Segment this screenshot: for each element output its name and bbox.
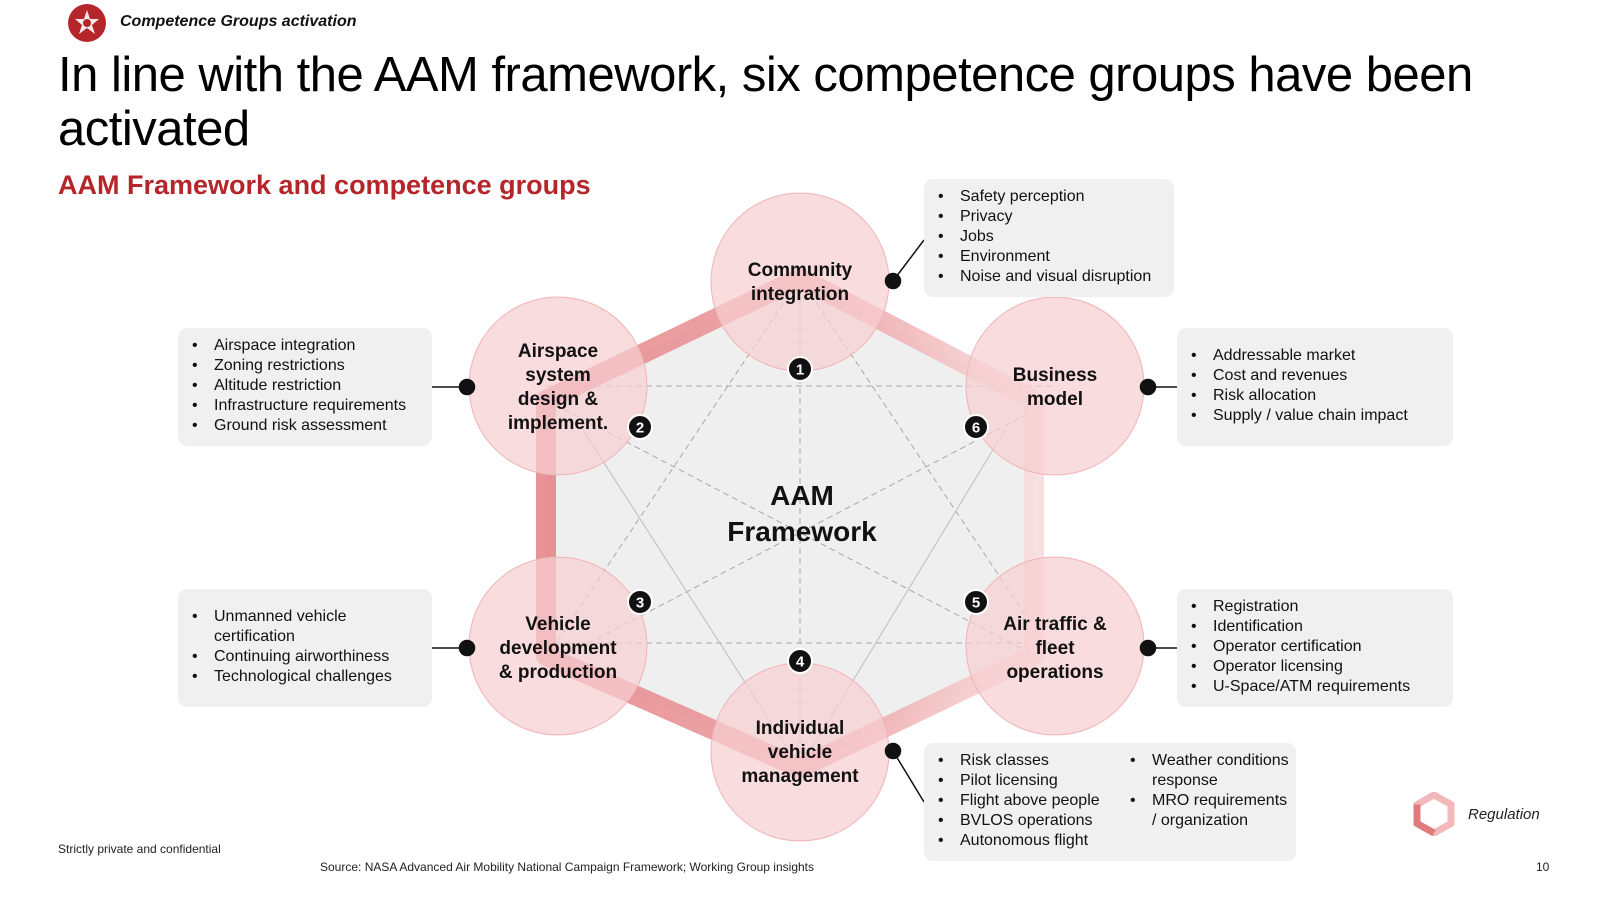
list-item: Operator licensing [1189, 657, 1441, 677]
page-title: In line with the AAM framework, six comp… [58, 48, 1473, 156]
list-item: Environment [936, 247, 1162, 267]
regulation-label: Regulation [1468, 806, 1540, 823]
bullet-box-community: Safety perception Privacy Jobs Environme… [924, 179, 1174, 297]
list-item: Risk classes [936, 751, 1116, 771]
svg-text:2: 2 [636, 420, 644, 437]
list-item: Zoning restrictions [190, 356, 420, 376]
bullet-list: Safety perception Privacy Jobs Environme… [936, 187, 1162, 287]
list-item: Flight above people [936, 791, 1116, 811]
list-item: Privacy [936, 207, 1162, 227]
list-item: Registration [1189, 597, 1441, 617]
list-item: Ground risk assessment [190, 416, 420, 436]
list-item: Jobs [936, 227, 1162, 247]
list-item: Weather conditions response [1128, 751, 1292, 791]
svg-text:6: 6 [972, 420, 980, 437]
list-item: Cost and revenues [1189, 366, 1441, 386]
section-label: Competence Groups activation [120, 13, 357, 30]
svg-text:1: 1 [796, 362, 804, 379]
number-marker-5: 5 [963, 589, 989, 615]
list-item: Noise and visual disruption [936, 267, 1162, 287]
bullet-box-vehicle-dev: Unmanned vehicle certification Continuin… [178, 589, 432, 707]
list-item: Infrastructure requirements [190, 396, 420, 416]
hexagon-area [546, 278, 1034, 768]
bullet-list: Registration Identification Operator cer… [1189, 597, 1441, 697]
circle-airspace-system [468, 296, 648, 476]
svg-text:3: 3 [636, 595, 644, 612]
regulation-hexagon-icon [1413, 792, 1455, 836]
list-item: Airspace integration [190, 336, 420, 356]
number-marker-6: 6 [963, 414, 989, 440]
page-subtitle: AAM Framework and competence groups [58, 170, 591, 200]
list-item: Risk allocation [1189, 386, 1441, 406]
list-item: MRO requirements / organization [1128, 791, 1292, 831]
group-circles [468, 192, 1145, 842]
list-item: U-Space/ATM requirements [1189, 677, 1441, 697]
bullet-list: Airspace integration Zoning restrictions… [190, 336, 420, 436]
list-item: Autonomous flight [936, 831, 1116, 851]
bullet-box-airspace: Airspace integration Zoning restrictions… [178, 328, 432, 446]
page-number: 10 [1536, 860, 1550, 874]
svg-text:5: 5 [972, 595, 980, 612]
number-marker-2: 2 [627, 414, 653, 440]
list-item: BVLOS operations [936, 811, 1116, 831]
list-item: Technological challenges [190, 667, 420, 687]
bullet-list: Addressable market Cost and revenues Ris… [1189, 346, 1441, 426]
bullet-box-individual-vehicle: Risk classes Pilot licensing Flight abov… [924, 743, 1296, 861]
circle-business-model [965, 296, 1145, 476]
number-marker-1: 1 [787, 356, 813, 382]
list-item: Pilot licensing [936, 771, 1116, 791]
company-logo-icon [68, 4, 106, 42]
list-item: Supply / value chain impact [1189, 406, 1441, 426]
list-item: Altitude restriction [190, 376, 420, 396]
number-marker-4: 4 [787, 648, 813, 674]
list-item: Addressable market [1189, 346, 1441, 366]
svg-text:4: 4 [796, 654, 805, 671]
list-item: Identification [1189, 617, 1441, 637]
bullet-list-col1: Risk classes Pilot licensing Flight abov… [936, 751, 1116, 853]
bullet-list-col2: Weather conditions response MRO requirem… [1128, 751, 1292, 853]
bullet-box-business: Addressable market Cost and revenues Ris… [1177, 328, 1453, 446]
source-note: Source: NASA Advanced Air Mobility Natio… [320, 860, 814, 874]
list-item: Unmanned vehicle certification [190, 607, 364, 647]
list-item: Operator certification [1189, 637, 1441, 657]
callout-connectors [432, 239, 1177, 803]
list-item: Safety perception [936, 187, 1162, 207]
circle-community-integration [710, 192, 890, 372]
number-marker-3: 3 [627, 589, 653, 615]
confidential-note: Strictly private and confidential [58, 842, 221, 856]
bullet-list: Unmanned vehicle certification Continuin… [190, 607, 420, 687]
bullet-box-air-traffic: Registration Identification Operator cer… [1177, 589, 1453, 707]
list-item: Continuing airworthiness [190, 647, 420, 667]
